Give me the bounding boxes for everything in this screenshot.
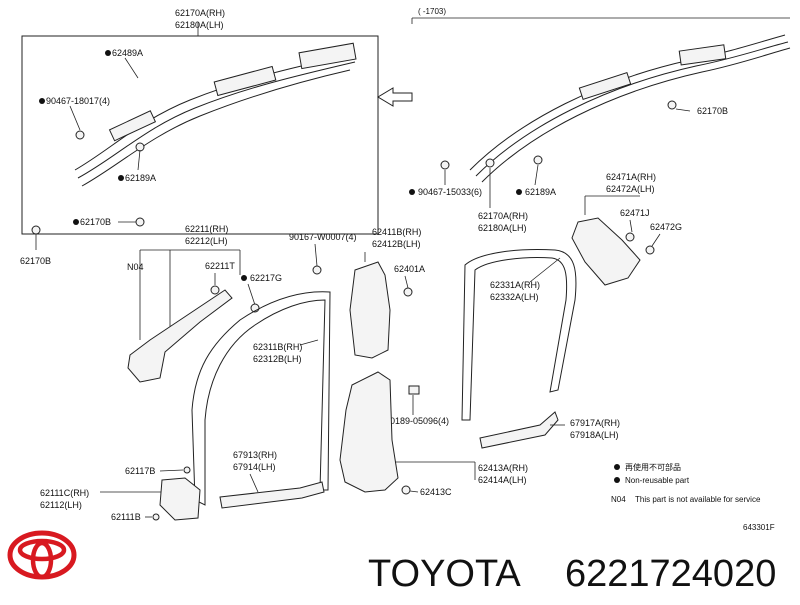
callout-90467-15033: 90467-15033(6) — [418, 187, 482, 197]
callout-62413C: 62413C — [420, 487, 452, 497]
callout-62471A: 62471A(RH) — [606, 172, 656, 182]
direction-arrow-icon — [377, 87, 413, 107]
callout-67918A: 67918A(LH) — [570, 430, 619, 440]
date-range: ( -1703) — [418, 7, 446, 16]
callout-90467-18017: 90467-18017(4) — [46, 96, 110, 106]
callout-62332A: 62332A(LH) — [490, 292, 539, 302]
callout-62472A: 62472A(LH) — [606, 184, 655, 194]
callout-67913: 67913(RH) — [233, 450, 277, 460]
callout-62170B-right: 62170B — [697, 106, 728, 116]
callout-62414A: 62414A(LH) — [478, 475, 527, 485]
callout-62212: 62212(LH) — [185, 236, 228, 246]
callout-62413A: 62413A(RH) — [478, 463, 528, 473]
legend-nonreusable: Non-reusable part — [625, 476, 690, 485]
callout-62331A: 62331A(RH) — [490, 280, 540, 290]
detail-box — [21, 35, 379, 235]
cowl-side-trim — [159, 477, 201, 521]
callout-62180A-r: 62180A(LH) — [478, 223, 527, 233]
callout-62312B: 62312B(LH) — [253, 354, 302, 364]
callout-62111C: 62111C(RH) — [40, 488, 89, 498]
callout-62471J: 62471J — [620, 208, 650, 218]
callout-62472G: 62472G — [650, 222, 682, 232]
callout-62189A-right: 62189A — [525, 187, 556, 197]
callout-62311B: 62311B(RH) — [253, 342, 302, 352]
callout-62180A: 62180A(LH) — [175, 20, 224, 30]
front-door-opening-trim — [191, 291, 331, 506]
legend-reuse: 再使用不可部品 — [625, 462, 681, 472]
legend-n04-code: N04 — [611, 495, 626, 504]
rear-scuff-plate — [479, 411, 559, 449]
callout-N04: N04 — [127, 262, 144, 272]
part-number: 6221724020 — [565, 553, 776, 595]
rear-door-opening-trim — [461, 249, 577, 421]
callout-62111B: 62111B — [111, 512, 141, 522]
callout-62170B-out: 62170B — [20, 256, 51, 266]
front-pillar-garnish — [127, 289, 233, 383]
center-pillar-upper-garnish — [349, 261, 391, 359]
callout-62170B-box: 62170B — [80, 217, 111, 227]
callout-90189: 90189-05096(4) — [385, 416, 449, 426]
curtain-airbag-main — [440, 34, 791, 183]
callout-62211: 62211(RH) — [185, 224, 228, 234]
center-pillar-lower-garnish — [339, 371, 399, 493]
callout-90167: 90167-W0007(4) — [289, 232, 357, 242]
callout-67914: 67914(LH) — [233, 462, 276, 472]
callout-62411B: 62411B(RH) — [372, 227, 421, 237]
callout-62170A: 62170A(RH) — [175, 8, 225, 18]
front-scuff-plate — [219, 481, 325, 509]
legend-n04-text: This part is not available for service — [635, 495, 761, 504]
brand-name: TOYOTA — [368, 553, 521, 595]
callout-62170A-r: 62170A(RH) — [478, 211, 528, 221]
callout-62401A: 62401A — [394, 264, 425, 274]
callout-62412B: 62412B(LH) — [372, 239, 421, 249]
callout-62112: 62112(LH) — [40, 500, 82, 510]
callout-67917A: 67917A(RH) — [570, 418, 620, 428]
curtain-airbag-detail — [74, 42, 357, 227]
callout-62211T: 62211T — [205, 261, 235, 271]
callout-62217G: 62217G — [250, 273, 282, 283]
figure-code: 643301F — [743, 523, 775, 532]
toyota-logo-icon — [7, 530, 77, 580]
c-pillar-garnish — [571, 217, 641, 286]
callout-62117B: 62117B — [125, 466, 155, 476]
callout-62489A: 62489A — [112, 48, 143, 58]
callout-62189A-left: 62189A — [125, 173, 156, 183]
